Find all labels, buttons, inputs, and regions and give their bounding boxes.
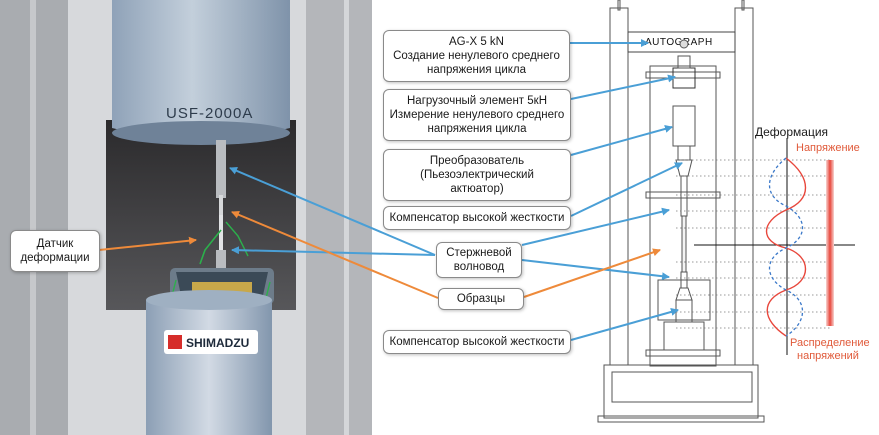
frame-logo: AUTOGRAPH — [645, 37, 713, 48]
converter-callout: Преобразователь (Пьезоэлектрический актю… — [383, 149, 571, 201]
callout-arrows — [98, 39, 683, 341]
load-cell-line-3: напряжения цикла — [427, 123, 527, 135]
rod-waveguide-line-1: Стержневой — [446, 247, 512, 259]
load-cell-line-1: Нагрузочный элемент 5кН — [407, 95, 547, 107]
compensator-bottom-callout: Компенсатор высокой жесткости — [383, 330, 571, 354]
stress-distribution-line-2: напряжений — [797, 350, 859, 362]
rod-waveguide-callout: Стержневой волновод — [436, 242, 522, 278]
stress-wave — [766, 157, 807, 337]
stress-label: Напряжение — [796, 142, 860, 154]
brand-plate — [164, 330, 258, 354]
strain-sensor-callout: Датчик деформации — [10, 230, 100, 272]
agx-callout: AG-X 5 kN Создание ненулевого среднего н… — [383, 30, 570, 82]
machine-photo: USF-2000A SHIMADZU — [0, 0, 372, 435]
specimens-callout: Образцы — [438, 288, 524, 310]
converter-line-1: Преобразователь — [429, 155, 525, 167]
column-label: USF-2000A — [166, 105, 253, 122]
agx-line-2: Создание ненулевого среднего — [393, 50, 560, 62]
compensator-bottom-label: Компенсатор высокой жесткости — [389, 336, 565, 348]
strain-sensor-line-2: деформации — [20, 252, 90, 264]
compensator-top-label: Компенсатор высокой жесткости — [389, 212, 565, 224]
stress-distribution-bar — [826, 160, 834, 326]
agx-line-3: напряжения цикла — [426, 64, 527, 76]
deformation-label: Деформация — [755, 125, 829, 139]
agx-line-1: AG-X 5 kN — [449, 36, 504, 48]
load-cell-line-2: Измерение ненулевого среднего — [389, 109, 565, 121]
level-guides — [676, 159, 830, 329]
stress-distribution-label: Распределение напряжений — [790, 337, 870, 363]
converter-line-3: актюатор) — [450, 183, 504, 195]
converter-line-2: (Пьезоэлектрический — [420, 169, 534, 181]
brand-plate-text: SHIMADZU — [186, 336, 249, 350]
rod-waveguide-line-2: волновод — [453, 261, 505, 273]
specimens-label: Образцы — [456, 293, 506, 305]
load-cell-callout: Нагрузочный элемент 5кН Измерение ненуле… — [383, 89, 571, 141]
machine-schematic: AUTOGRAPH — [597, 0, 765, 423]
compensator-top-callout: Компенсатор высокой жесткости — [383, 206, 571, 230]
deformation-wave — [769, 157, 803, 337]
stress-distribution-line-1: Распределение — [790, 337, 870, 349]
strain-sensor-line-1: Датчик — [36, 238, 74, 250]
